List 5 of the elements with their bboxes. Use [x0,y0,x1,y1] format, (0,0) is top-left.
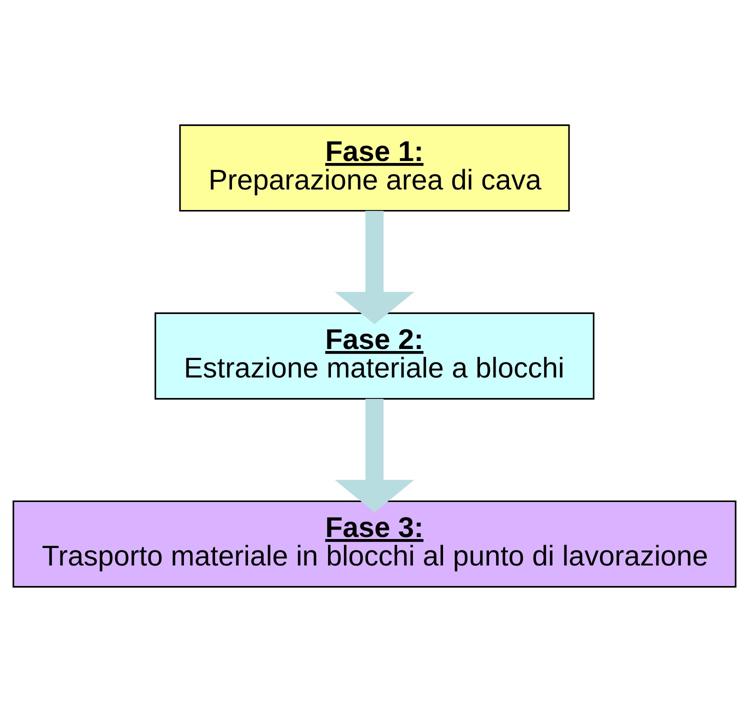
node-box: Fase 3: Trasporto materiale in blocchi al punto di lavorazione [12,500,736,588]
node-box: Fase 2: Estrazione materiale a blocchi [154,312,594,400]
node-box: Fase 1: Preparazione area di cava [179,124,570,212]
arrow [334,398,414,512]
arrow [334,210,414,324]
